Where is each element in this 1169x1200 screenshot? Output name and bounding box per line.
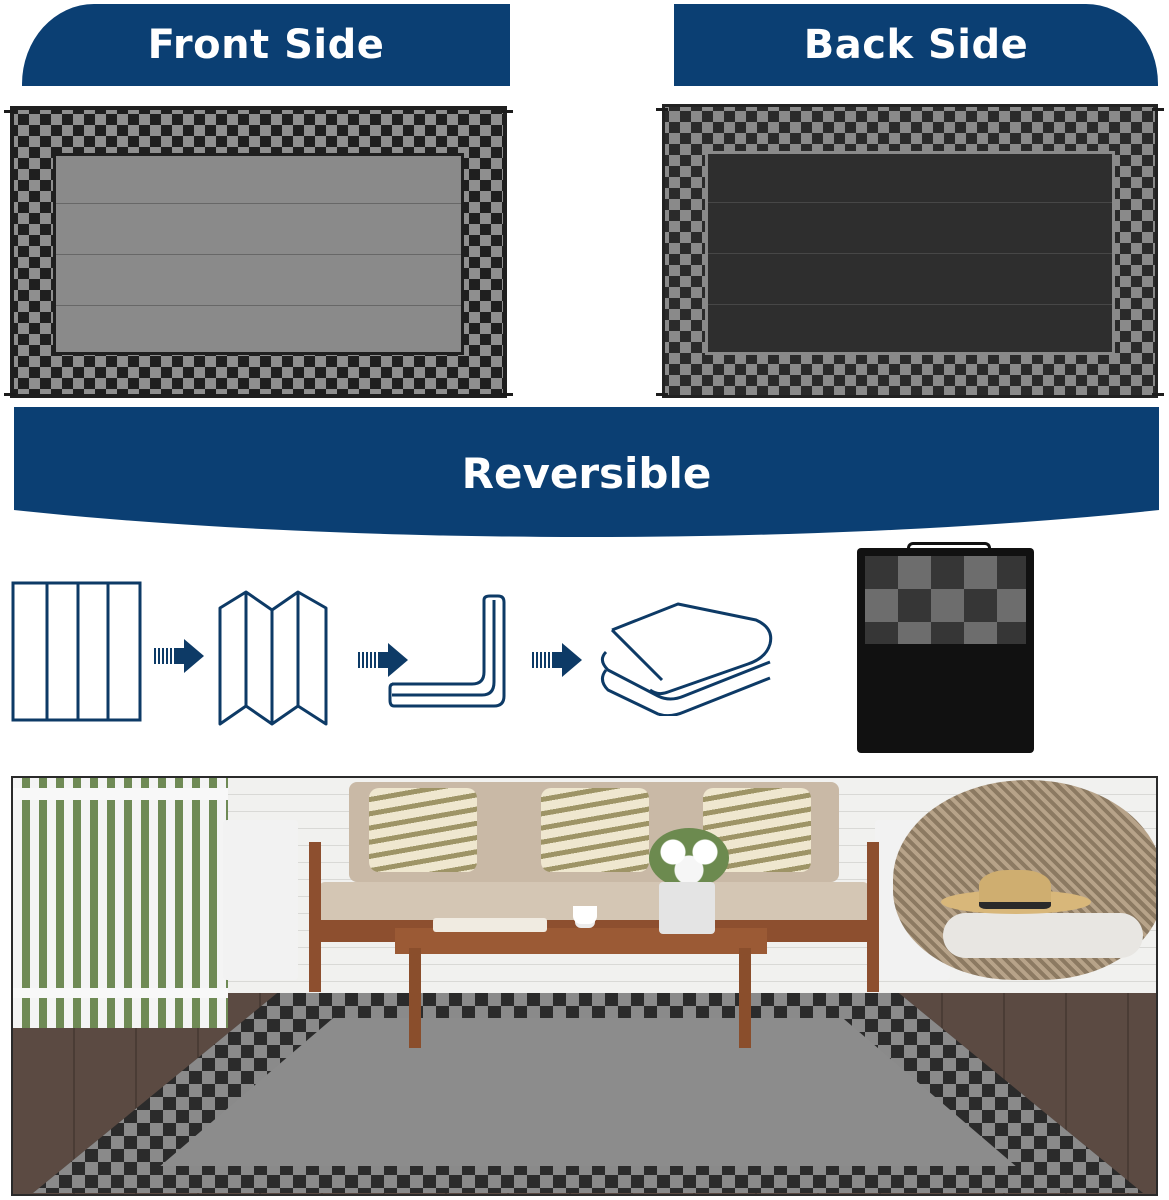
open-book: [433, 918, 547, 932]
flat-rug-panels-icon: [11, 581, 142, 722]
storage-bag-image: [857, 542, 1034, 753]
patio-lifestyle-photo: [11, 776, 1158, 1196]
planter-left: [223, 820, 298, 980]
l-fold-icon: [388, 594, 506, 708]
reversible-label: Reversible: [461, 449, 712, 498]
arrow-right-icon: [532, 643, 582, 677]
front-side-banner: Front Side: [22, 4, 510, 86]
chair-cushion: [943, 913, 1143, 958]
bag-clear-window: [865, 556, 1026, 644]
arrow-right-icon: [154, 639, 204, 673]
back-side-label: Back Side: [803, 22, 1029, 68]
front-side-rug-image: [4, 106, 513, 398]
arrow-right-icon: [358, 643, 408, 677]
stacked-fold-icon: [601, 602, 773, 716]
back-side-rug-image: [656, 104, 1164, 398]
accordion-fold-icon: [218, 590, 328, 726]
flower-bouquet: [649, 828, 729, 888]
straw-hat-crown: [979, 870, 1051, 909]
reversible-banner: Reversible: [14, 407, 1159, 537]
striped-pillow: [541, 788, 649, 872]
striped-pillow: [369, 788, 477, 872]
porch-railing: [13, 778, 228, 1028]
front-side-label: Front Side: [147, 22, 385, 68]
watering-can: [659, 882, 715, 934]
back-side-banner: Back Side: [674, 4, 1158, 86]
rug-center-panel: [705, 151, 1115, 355]
rug-center-panel: [53, 153, 464, 355]
coffee-cup: [573, 906, 597, 924]
